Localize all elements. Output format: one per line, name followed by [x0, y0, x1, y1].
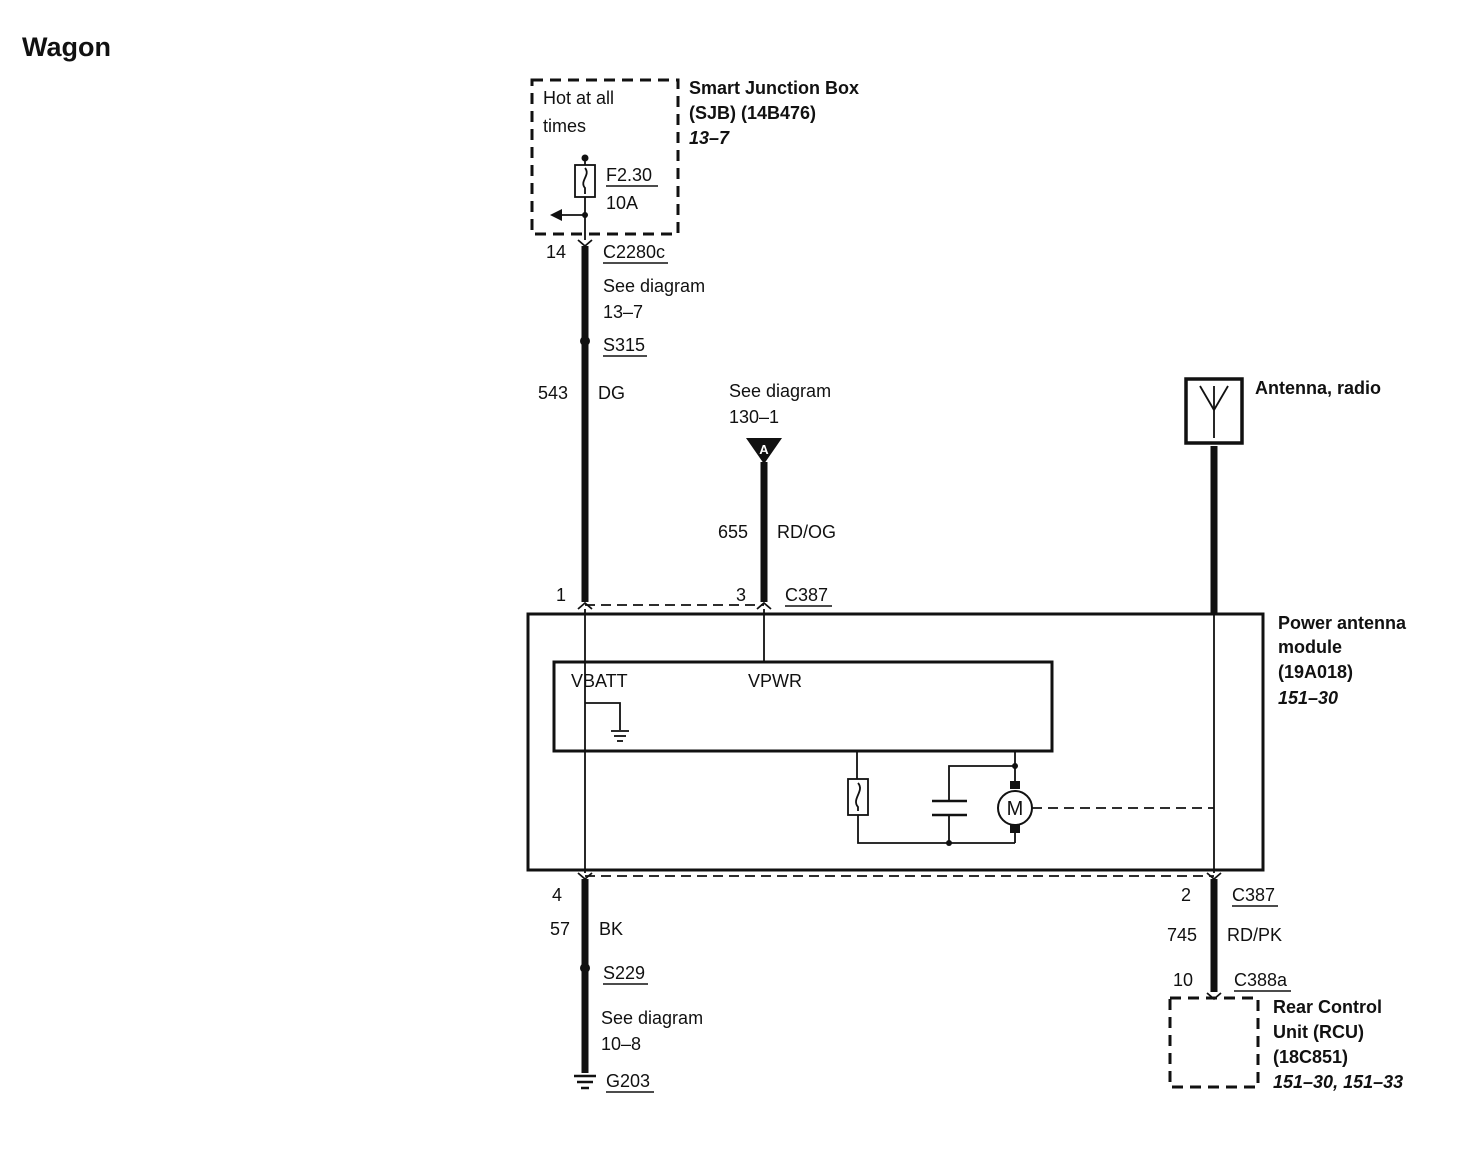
circuit-655-wire: See diagram 130–1 A 655 RD/OG 3 C387 [718, 381, 836, 610]
antenna-radio: Antenna, radio [1184, 377, 1381, 613]
pin-1-label: 1 [556, 585, 566, 605]
smart-junction-box: Hot at all times F2.30 10A Smart Junctio… [530, 78, 859, 240]
ground-g203-label: G203 [606, 1071, 650, 1091]
see-diagram-10-8-line1: See diagram [601, 1008, 703, 1028]
circuit-57-number: 57 [550, 919, 570, 939]
circuit-543-wire: 14 C2280c See diagram 13–7 S315 543 DG 1 [538, 239, 705, 610]
connector-c2280c-label: C2280c [603, 242, 665, 262]
connector-a-marker-icon [746, 438, 782, 464]
rcu-name-1: Rear Control [1273, 997, 1382, 1017]
rcu-name-3: (18C851) [1273, 1047, 1348, 1067]
see-diagram-13-7-line1: See diagram [603, 276, 705, 296]
pin-10-label: 10 [1173, 970, 1193, 990]
power-antenna-module: VBATT VPWR M Power antenna module (19A01… [526, 604, 1407, 877]
antenna-label: Antenna, radio [1255, 378, 1381, 398]
circuit-655-color: RD/OG [777, 522, 836, 542]
module-name-2: module [1278, 637, 1342, 657]
motor-label: M [1007, 798, 1024, 820]
module-name-1: Power antenna [1278, 613, 1407, 633]
connector-c387-top-label: C387 [785, 585, 828, 605]
pin-14-label: 14 [546, 242, 566, 262]
vbatt-label: VBATT [571, 671, 628, 691]
circuit-543-color: DG [598, 383, 625, 403]
circuit-543-number: 543 [538, 383, 568, 403]
splice-s315-label: S315 [603, 335, 645, 355]
see-diagram-130-1-line1: See diagram [729, 381, 831, 401]
circuit-57-wire: 4 57 BK S229 See diagram 10–8 G203 [550, 872, 703, 1093]
see-diagram-10-8-line2: 10–8 [601, 1034, 641, 1054]
sjb-hot-label-1: Hot at all [543, 88, 614, 108]
rcu-name-2: Unit (RCU) [1273, 1022, 1364, 1042]
see-diagram-13-7-line2: 13–7 [603, 302, 643, 322]
splice-s229-dot [580, 963, 590, 973]
module-outline [526, 612, 1265, 872]
circuit-745-wire: 2 C387 745 RD/PK 10 C388a [1167, 872, 1291, 1001]
vpwr-label: VPWR [748, 671, 802, 691]
arrow-left-icon [550, 209, 562, 221]
rcu-ref: 151–30, 151–33 [1273, 1072, 1403, 1092]
module-name-3: (19A018) [1278, 662, 1353, 682]
pin-3-label: 3 [736, 585, 746, 605]
connector-a-marker-label: A [759, 442, 769, 457]
circuit-745-color: RD/PK [1227, 925, 1282, 945]
module-ref: 151–30 [1278, 688, 1338, 708]
antenna-box [1184, 377, 1244, 445]
sjb-name-2: (SJB) (14B476) [689, 103, 816, 123]
see-diagram-130-1-line2: 130–1 [729, 407, 779, 427]
connector-c387-bottom-label: C387 [1232, 885, 1275, 905]
sjb-hot-label-2: times [543, 116, 586, 136]
splice-s315-dot [580, 336, 590, 346]
circuit-57-color: BK [599, 919, 623, 939]
splice-s229-label: S229 [603, 963, 645, 983]
circuit-655-number: 655 [718, 522, 748, 542]
fuse-id: F2.30 [606, 165, 652, 185]
fuse-rating: 10A [606, 193, 638, 213]
rear-control-unit: Rear Control Unit (RCU) (18C851) 151–30,… [1168, 996, 1403, 1092]
sjb-dashed-outline [530, 78, 680, 236]
circuit-745-number: 745 [1167, 925, 1197, 945]
connector-c388a-label: C388a [1234, 970, 1288, 990]
sjb-ref: 13–7 [689, 128, 730, 148]
pin-2-label: 2 [1181, 885, 1191, 905]
module-logic-board [552, 660, 1054, 753]
page-title: Wagon [22, 32, 111, 62]
pin-4-label: 4 [552, 885, 562, 905]
sjb-name-1: Smart Junction Box [689, 78, 859, 98]
rcu-dashed-outline [1168, 996, 1260, 1089]
